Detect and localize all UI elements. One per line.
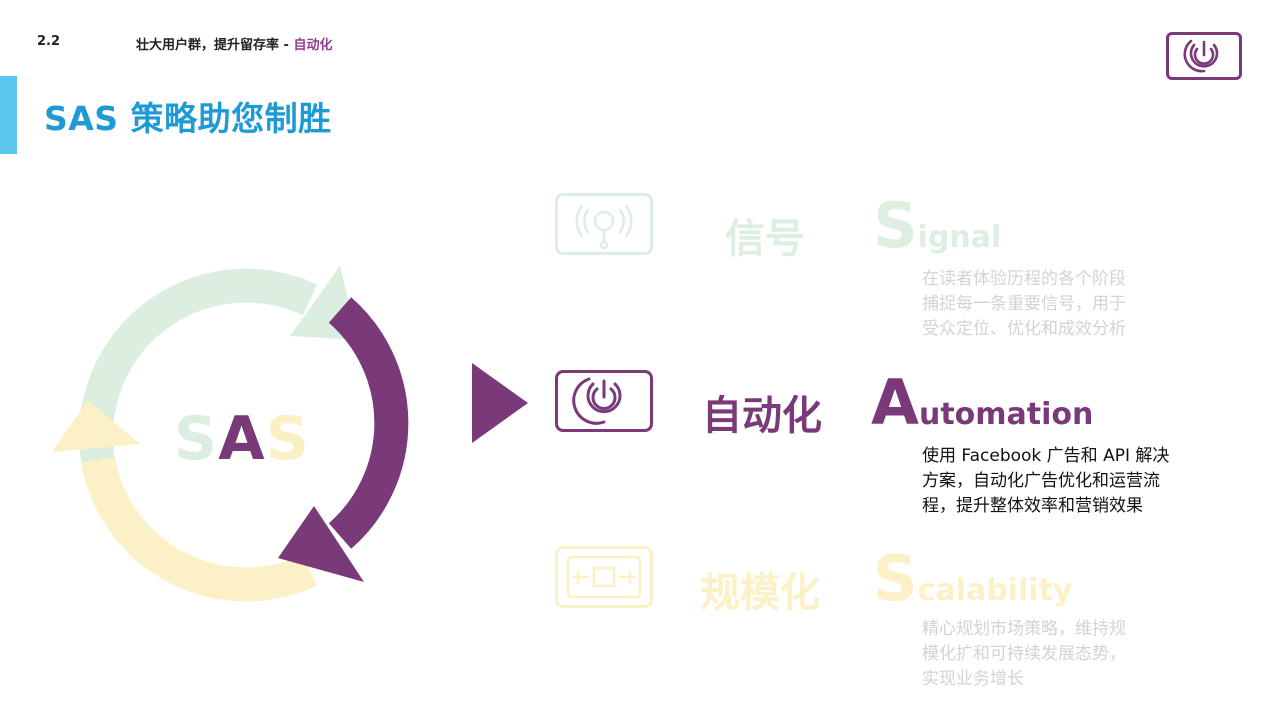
signal-desc-line: 在读者体验历程的各个阶段 bbox=[922, 269, 1126, 289]
signal-desc-line: 受众定位、优化和成效分析 bbox=[922, 319, 1126, 339]
power-icon bbox=[1183, 39, 1219, 73]
signal-icon-box bbox=[555, 193, 653, 255]
scalability-en-initial: S bbox=[873, 542, 918, 615]
breadcrumb-main: 壮大用户群，提升留存率 bbox=[136, 38, 280, 53]
scalability-desc-line: 实现业务增长 bbox=[922, 669, 1024, 689]
automation-icon-box bbox=[555, 370, 653, 432]
scalability-icon-box bbox=[555, 546, 653, 608]
signal-cn-label: 信号 bbox=[725, 216, 805, 262]
corner-power-badge bbox=[1166, 32, 1242, 80]
automation-desc-line: 方案，自动化广告优化和运营流 bbox=[922, 471, 1160, 491]
signal-desc-line: 捕捉每一条重要信号，用于 bbox=[922, 294, 1126, 314]
scalability-en-rest: calability bbox=[917, 573, 1073, 608]
breadcrumb-highlight: 自动化 bbox=[293, 38, 333, 53]
title-accent-bar bbox=[0, 76, 17, 154]
scalability-cn-label: 规模化 bbox=[700, 570, 820, 616]
automation-desc-line: 使用 Facebook 广告和 API 解决 bbox=[922, 446, 1170, 466]
sas-letter-s2: S bbox=[265, 404, 310, 474]
automation-en-initial: A bbox=[871, 366, 919, 439]
automation-cycle-arrow bbox=[328, 297, 409, 549]
signal-camera-icon bbox=[575, 204, 633, 250]
automation-desc-line: 程，提升整体效率和营销效果 bbox=[922, 496, 1143, 516]
page-title: SAS 策略助您制胜 bbox=[44, 99, 332, 138]
automation-en-label: Automation bbox=[871, 372, 1093, 434]
scalability-cycle-arrow bbox=[81, 456, 318, 602]
sas-letter-s1: S bbox=[174, 404, 219, 474]
signal-en-initial: S bbox=[873, 189, 918, 262]
scalability-description: 精心规划市场策略，维持规 模化扩和可持续发展态势， 实现业务增长 bbox=[922, 617, 1187, 692]
sas-letter-a: A bbox=[218, 404, 266, 474]
signal-en-label: Signal bbox=[873, 195, 1001, 257]
breadcrumb-separator: - bbox=[279, 38, 294, 53]
scalability-en-label: Scalability bbox=[873, 548, 1072, 610]
automation-description: 使用 Facebook 广告和 API 解决 方案，自动化广告优化和运营流 程，… bbox=[922, 444, 1187, 519]
scalability-desc-line: 精心规划市场策略，维持规 bbox=[922, 619, 1126, 639]
signal-description: 在读者体验历程的各个阶段 捕捉每一条重要信号，用于 受众定位、优化和成效分析 bbox=[922, 267, 1187, 342]
sas-cycle-diagram bbox=[52, 266, 409, 602]
sas-acronym: SAS bbox=[174, 404, 310, 474]
scalability-cycle-arrowhead bbox=[52, 400, 140, 452]
automation-cycle-arrowhead bbox=[278, 506, 364, 582]
breadcrumb: 壮大用户群，提升留存率 - 自动化 bbox=[136, 34, 332, 53]
scale-frame-icon bbox=[566, 555, 642, 599]
section-number: 2.2 bbox=[37, 34, 61, 49]
play-arrow-icon bbox=[472, 363, 528, 443]
automation-cn-label: 自动化 bbox=[702, 393, 822, 439]
automation-en-rest: utomation bbox=[918, 397, 1094, 432]
power-icon bbox=[572, 377, 622, 425]
scalability-desc-line: 模化扩和可持续发展态势， bbox=[922, 644, 1126, 664]
signal-en-rest: ignal bbox=[917, 220, 1002, 255]
